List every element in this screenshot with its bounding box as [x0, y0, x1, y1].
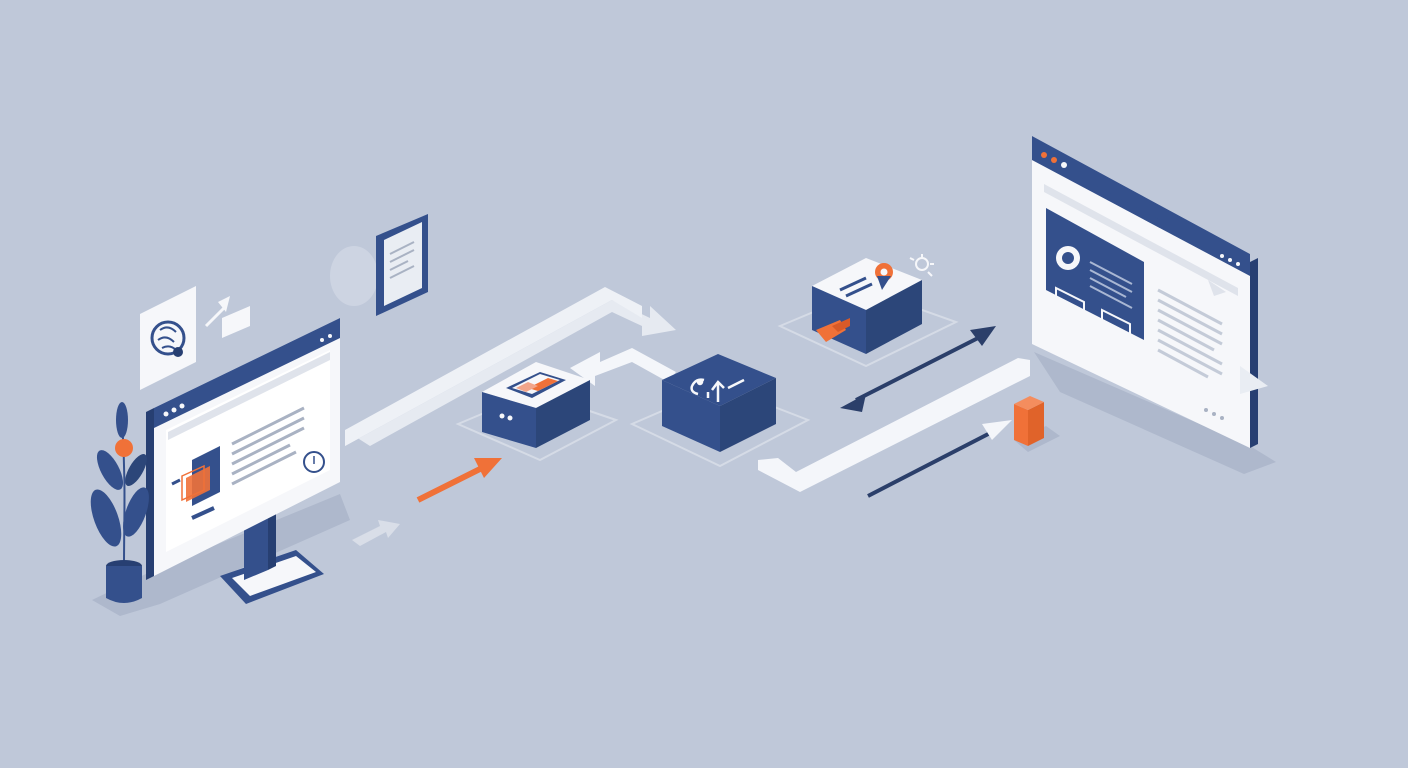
cube-right	[1028, 402, 1044, 446]
plant-icon	[90, 402, 149, 603]
monitor-header-bar	[154, 318, 340, 428]
monitor-stand-neck-side	[268, 510, 276, 570]
plant-leaf-3	[96, 450, 124, 490]
browser-cursor-icon	[1208, 280, 1226, 296]
browser-panel-avatar-inner	[1062, 252, 1074, 264]
monitor-stand-base-top	[232, 556, 316, 596]
plant-flower	[115, 439, 133, 457]
cube-icon	[1014, 396, 1060, 452]
gear-upload-icon	[690, 378, 745, 402]
flow-arrow-server-to-process	[758, 358, 1030, 492]
browser-dot-1	[1041, 152, 1047, 158]
monitor-stand-neck	[244, 510, 268, 580]
browser-content-lines	[1157, 288, 1223, 379]
monitor-shadow	[92, 494, 350, 616]
flow-arrow-small-faded	[352, 520, 400, 546]
flow-arrow-client-to-process	[345, 300, 676, 446]
plant-leaf-2	[123, 487, 149, 537]
flow-arrow-process-to-dashboard	[570, 348, 676, 386]
brain-arrow-head	[218, 296, 230, 312]
block-process-front	[662, 380, 720, 452]
browser-shadow	[1034, 352, 1276, 474]
browser-dot-5	[1228, 258, 1232, 262]
browser-toolbar	[1044, 184, 1238, 296]
block-dashboard	[455, 362, 619, 462]
plant-leaf-5	[125, 454, 147, 486]
browser-panel-card-2	[1101, 308, 1131, 350]
browser-panel-lines	[1089, 261, 1133, 309]
flow-arrow-cube-to-server	[867, 420, 1012, 498]
block-location-front	[812, 286, 866, 354]
browser-panel-card-1	[1055, 286, 1085, 328]
floating-tablet	[330, 214, 428, 316]
plant-leaf-4	[116, 402, 128, 438]
block-process-side	[720, 378, 776, 452]
monitor-image-outline	[181, 464, 205, 502]
dashboard-icon-accent	[528, 378, 558, 391]
browser-side-panel	[1046, 208, 1144, 340]
small-gear-icon	[909, 254, 934, 277]
flow-arrows	[345, 287, 1030, 546]
brain-icon-dot	[173, 347, 183, 357]
monitor-inner-page	[166, 350, 330, 552]
brain-document	[140, 286, 250, 390]
block-location-top	[812, 258, 922, 310]
brain-icon	[150, 320, 186, 356]
browser-footer-dots	[1204, 408, 1224, 420]
window-dot-3	[179, 403, 185, 409]
browser-dot-6	[1236, 262, 1240, 266]
flow-arrow-location-server	[840, 326, 996, 412]
window-dot-5	[328, 334, 332, 338]
dashboard-led-2	[507, 415, 513, 421]
browser-side-arrow	[1240, 366, 1268, 394]
browser-url-bar	[1078, 176, 1160, 228]
browser-title-bar	[1032, 136, 1250, 276]
monitor-small-line-2	[171, 478, 181, 486]
tablet-shadow	[330, 246, 378, 306]
location-orange-tab-2	[832, 318, 850, 332]
block-location	[777, 254, 959, 368]
document-icon	[389, 241, 415, 279]
browser-dot-3	[1061, 162, 1067, 168]
window-dot-2	[171, 407, 177, 413]
client-monitor	[92, 318, 350, 616]
dashboard-icon-accent-2	[516, 382, 538, 392]
block-process	[629, 354, 811, 468]
monitor-small-line	[191, 506, 215, 520]
monitor-url-bar	[168, 352, 330, 440]
cube-top	[1014, 396, 1044, 410]
flow-arrow-orange	[416, 458, 502, 503]
cube-left	[1014, 404, 1028, 446]
plant-leaf-1	[90, 489, 122, 547]
monitor-text-lines	[231, 406, 305, 486]
block-process-top	[662, 354, 776, 406]
browser-dot-2	[1051, 157, 1057, 163]
dashboard-led-1	[499, 413, 505, 419]
block-dashboard-side	[536, 380, 590, 448]
brain-arrow	[204, 304, 228, 328]
plant-pot	[106, 566, 142, 603]
location-pin-icon	[839, 263, 893, 298]
browser-dot-4	[1220, 254, 1224, 258]
brain-side-card	[222, 306, 250, 338]
block-location-side	[866, 280, 922, 354]
window-dot-4	[320, 338, 324, 342]
browser-edge	[1250, 258, 1258, 448]
window-dot-1	[163, 411, 169, 417]
server-browser	[1032, 136, 1276, 474]
monitor-edge	[146, 408, 154, 580]
